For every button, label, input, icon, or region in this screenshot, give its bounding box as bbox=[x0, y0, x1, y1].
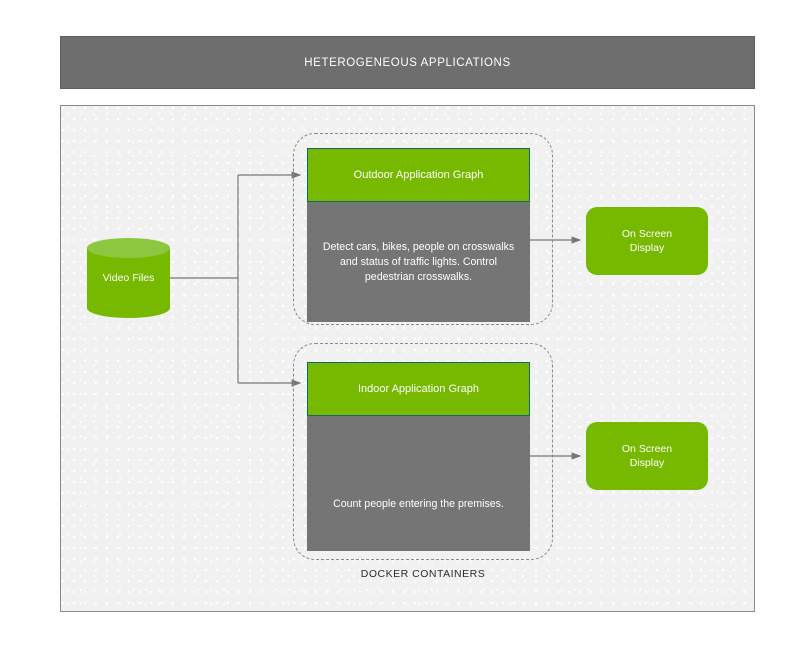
on-screen-display-indoor-label: On Screen Display bbox=[622, 442, 672, 470]
indoor-application-header: Indoor Application Graph bbox=[307, 362, 530, 416]
outdoor-application-header: Outdoor Application Graph bbox=[307, 148, 530, 202]
outdoor-application-description: Detect cars, bikes, people on crosswalks… bbox=[322, 240, 515, 283]
indoor-application-description: Count people entering the premises. bbox=[333, 498, 504, 510]
diagram-title-bar: HETEROGENEOUS APPLICATIONS bbox=[60, 36, 755, 89]
osd-indoor-line2: Display bbox=[629, 457, 665, 469]
cylinder-bottom-icon bbox=[87, 298, 170, 318]
video-files-label: Video Files bbox=[102, 272, 155, 284]
on-screen-display-outdoor-label: On Screen Display bbox=[622, 227, 672, 255]
indoor-application-body: Count people entering the premises. bbox=[307, 416, 530, 551]
osd-outdoor-line1: On Screen bbox=[621, 228, 673, 240]
outdoor-application-body: Detect cars, bikes, people on crosswalks… bbox=[307, 202, 530, 322]
cylinder-top-icon bbox=[87, 238, 170, 258]
video-files-node[interactable]: Video Files bbox=[87, 238, 170, 318]
indoor-application-card[interactable]: Indoor Application Graph Count people en… bbox=[307, 362, 530, 551]
outdoor-application-card[interactable]: Outdoor Application Graph Detect cars, b… bbox=[307, 148, 530, 322]
page-title: HETEROGENEOUS APPLICATIONS bbox=[304, 56, 511, 69]
on-screen-display-indoor[interactable]: On Screen Display bbox=[586, 422, 708, 490]
docker-containers-caption: DOCKER CONTAINERS bbox=[360, 568, 486, 580]
docker-container-indoor bbox=[293, 343, 553, 560]
osd-indoor-line1: On Screen bbox=[621, 443, 673, 455]
docker-container-outdoor bbox=[293, 133, 553, 325]
on-screen-display-outdoor[interactable]: On Screen Display bbox=[586, 207, 708, 275]
osd-outdoor-line2: Display bbox=[629, 242, 665, 254]
